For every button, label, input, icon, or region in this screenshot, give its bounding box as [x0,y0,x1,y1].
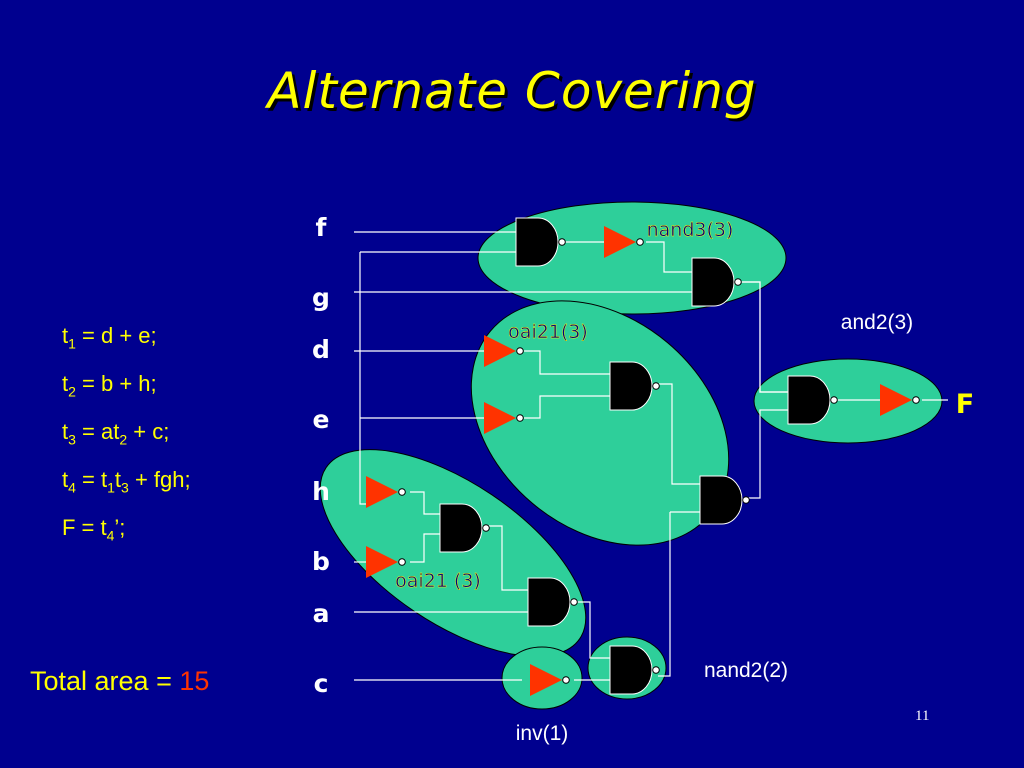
label-nand3: nand3(3) [647,219,734,241]
label-inv: inv(1) [516,722,569,745]
slide-title: Alternate Covering [267,62,757,120]
nand-gate-oai-top-2 [699,475,750,525]
label-oai21-bottom: oai21 (3) [395,570,481,592]
input-d: d [312,335,330,364]
equation-t1: t1 = d + e; [62,323,157,352]
equation-list: t1 = d + e; t2 = b + h; t3 = at2 + c; t4… [62,316,191,555]
output-F: F [956,389,974,420]
total-area-label: Total area = [30,666,180,696]
page-number: 11 [915,708,930,724]
input-b: b [312,547,330,576]
label-nand2: nand2(2) [704,659,788,682]
label-and2: and2(3) [841,311,913,334]
input-e: e [313,405,330,434]
equation-t2: t2 = b + h; [62,370,157,400]
equation-t4: t4 = t1t3 + fgh; [62,466,191,496]
total-area: Total area = 15 [30,666,209,697]
input-a: a [313,599,330,628]
input-f: f [316,213,328,242]
input-g: g [312,283,330,312]
equation-t3: t3 = at2 + c; [62,418,170,448]
input-h: h [312,477,330,506]
equation-F: F = t4’; [62,514,126,543]
total-area-value: 15 [179,666,210,696]
label-oai21-top: oai21(3) [508,321,588,343]
input-c: c [314,669,329,698]
oai21-bottom-cell [319,449,587,657]
